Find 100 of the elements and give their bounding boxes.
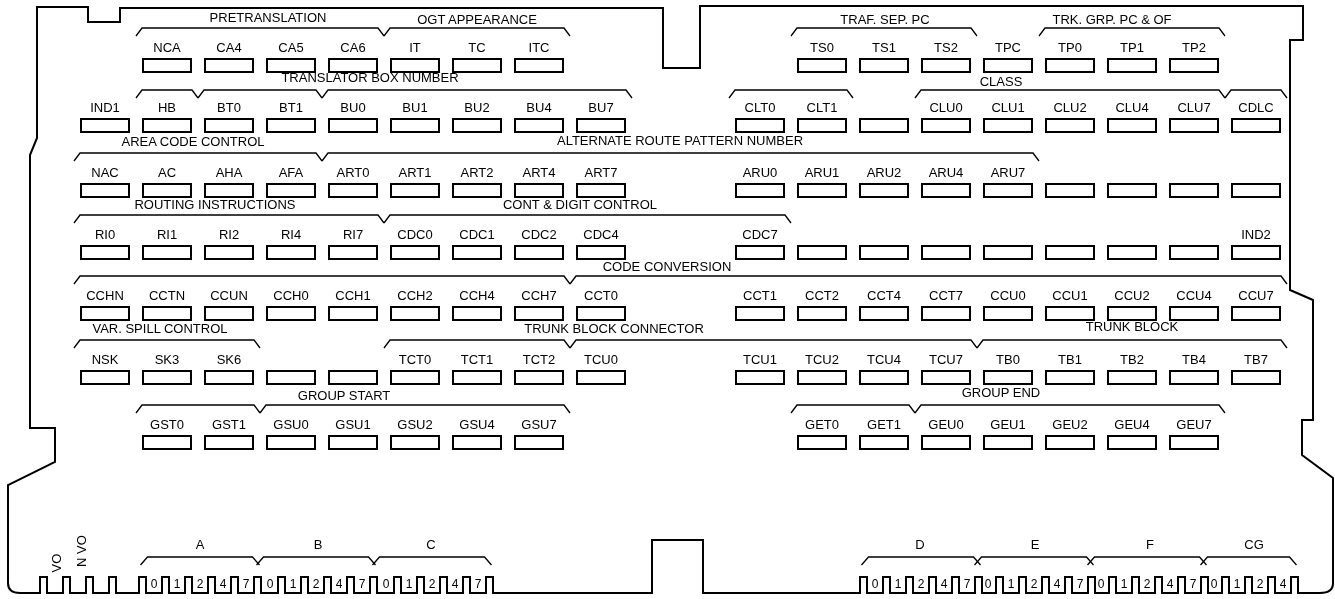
- terminal-label: RI4: [279, 228, 303, 242]
- terminal-label: GEU2: [1051, 418, 1089, 432]
- contact-label: C: [426, 538, 436, 552]
- terminal-label: TB2: [1119, 353, 1145, 367]
- terminal-label: CLT1: [805, 101, 839, 115]
- terminal-label: CCU7: [1237, 289, 1275, 303]
- terminal-label: GET0: [804, 418, 840, 432]
- terminal-label: CCH7: [520, 289, 558, 303]
- contact-digit: 4: [451, 577, 459, 591]
- terminal-label: CCU4: [1175, 289, 1213, 303]
- terminal-label: CA6: [339, 41, 367, 55]
- contact-digit: 0: [382, 577, 390, 591]
- terminal-label: CDC2: [520, 228, 558, 242]
- terminal-label: AHA: [214, 166, 244, 180]
- contact-digit: 1: [1120, 577, 1128, 591]
- contact-digit: 0: [871, 577, 879, 591]
- terminal-label: TB1: [1057, 353, 1083, 367]
- terminal-label: CDC1: [458, 228, 496, 242]
- terminal-label: RI1: [155, 228, 179, 242]
- contact-digit: 7: [474, 577, 482, 591]
- terminal-label: CCTN: [147, 289, 187, 303]
- contact-digit: 4: [1279, 577, 1287, 591]
- group-heading: ALTERNATE ROUTE PATTERN NUMBER: [556, 134, 804, 148]
- terminal-label: CLU7: [1176, 101, 1212, 115]
- contact-digit: 4: [940, 577, 948, 591]
- terminal-label: TS2: [933, 41, 959, 55]
- terminal-label: HB: [156, 101, 178, 115]
- terminal-label: GET1: [866, 418, 902, 432]
- group-heading: CONT & DIGIT CONTROL: [502, 198, 658, 212]
- terminal-label: ARU2: [865, 166, 903, 180]
- terminal-label: CLU1: [990, 101, 1026, 115]
- terminal-label: BU2: [463, 101, 491, 115]
- terminal-label: GSU4: [458, 418, 496, 432]
- terminal-label: ART0: [335, 166, 371, 180]
- contact-digit: 2: [1143, 577, 1151, 591]
- contact-digit: 2: [312, 577, 320, 591]
- terminal-label: CLT0: [743, 101, 777, 115]
- contact-digit: 1: [1007, 577, 1015, 591]
- group-heading: VAR. SPILL CONTROL: [92, 322, 228, 336]
- terminal-label: CLU0: [928, 101, 964, 115]
- terminal-label: BU4: [525, 101, 553, 115]
- contact-digit: 1: [289, 577, 297, 591]
- contact-digit: 0: [150, 577, 158, 591]
- terminal-label: BT0: [216, 101, 242, 115]
- terminal-label: AFA: [277, 166, 305, 180]
- terminal-label: CCT0: [583, 289, 619, 303]
- terminal-label: ARU7: [989, 166, 1027, 180]
- group-heading: TRK. GRP. PC & OF: [1052, 13, 1172, 27]
- contact-digit: 2: [428, 577, 436, 591]
- terminal-label: GST0: [149, 418, 185, 432]
- terminal-label: CDLC: [1237, 101, 1275, 115]
- contact-digit: 7: [1189, 577, 1197, 591]
- contact-label: E: [1030, 538, 1040, 552]
- contact-label: N VO: [75, 535, 89, 567]
- terminal-label: SK6: [215, 353, 243, 367]
- contact-digit: 1: [405, 577, 413, 591]
- terminal-label: AC: [156, 166, 178, 180]
- group-heading: CLASS: [979, 76, 1023, 88]
- contact-digit: 2: [1030, 577, 1038, 591]
- terminal-label: CCH2: [396, 289, 434, 303]
- group-heading: ROUTING INSTRUCTIONS: [134, 198, 296, 212]
- terminal-label: TCT2: [521, 353, 557, 367]
- terminal-label: CDC0: [396, 228, 434, 242]
- terminal-label: IT: [408, 41, 422, 55]
- terminal-label: IND2: [1240, 228, 1272, 242]
- group-heading: GROUP END: [961, 386, 1041, 400]
- terminal-label: RI0: [93, 228, 117, 242]
- terminal-label: ART7: [583, 166, 619, 180]
- contact-digit: 4: [219, 577, 227, 591]
- contact-label: A: [195, 538, 205, 552]
- terminal-label: ARU1: [803, 166, 841, 180]
- group-heading: TRANSLATOR BOX NUMBER: [281, 71, 459, 85]
- terminal-label: CCT4: [866, 289, 902, 303]
- terminal-label: GSU7: [520, 418, 558, 432]
- contact-digit: 7: [963, 577, 971, 591]
- terminal-label: TB0: [995, 353, 1021, 367]
- terminal-label: TCT0: [397, 353, 433, 367]
- contact-label: F: [1146, 538, 1154, 552]
- contact-digit: 4: [1053, 577, 1061, 591]
- terminal-label: CCH1: [334, 289, 372, 303]
- terminal-label: TPC: [994, 41, 1022, 55]
- terminal-label: TS0: [809, 41, 835, 55]
- terminal-label: GSU2: [396, 418, 434, 432]
- terminal-label: CCT2: [804, 289, 840, 303]
- terminal-label: ARU0: [741, 166, 779, 180]
- terminal-label: NAC: [90, 166, 120, 180]
- terminal-label: CA4: [215, 41, 243, 55]
- contact-digit: 0: [1210, 577, 1218, 591]
- terminal-label: CCUN: [209, 289, 249, 303]
- terminal-label: GSU1: [334, 418, 372, 432]
- group-heading: PRETRANSLATION: [209, 11, 327, 25]
- contact-digit: 7: [1076, 577, 1084, 591]
- terminal-label: NCA: [152, 41, 182, 55]
- terminal-label: TCT1: [459, 353, 495, 367]
- contact-label: VO: [50, 553, 64, 573]
- terminal-label: GSU0: [272, 418, 310, 432]
- terminal-label: TCU2: [804, 353, 840, 367]
- contact-digit: 2: [196, 577, 204, 591]
- terminal-label: TP2: [1181, 41, 1207, 55]
- terminal-label: TS1: [871, 41, 897, 55]
